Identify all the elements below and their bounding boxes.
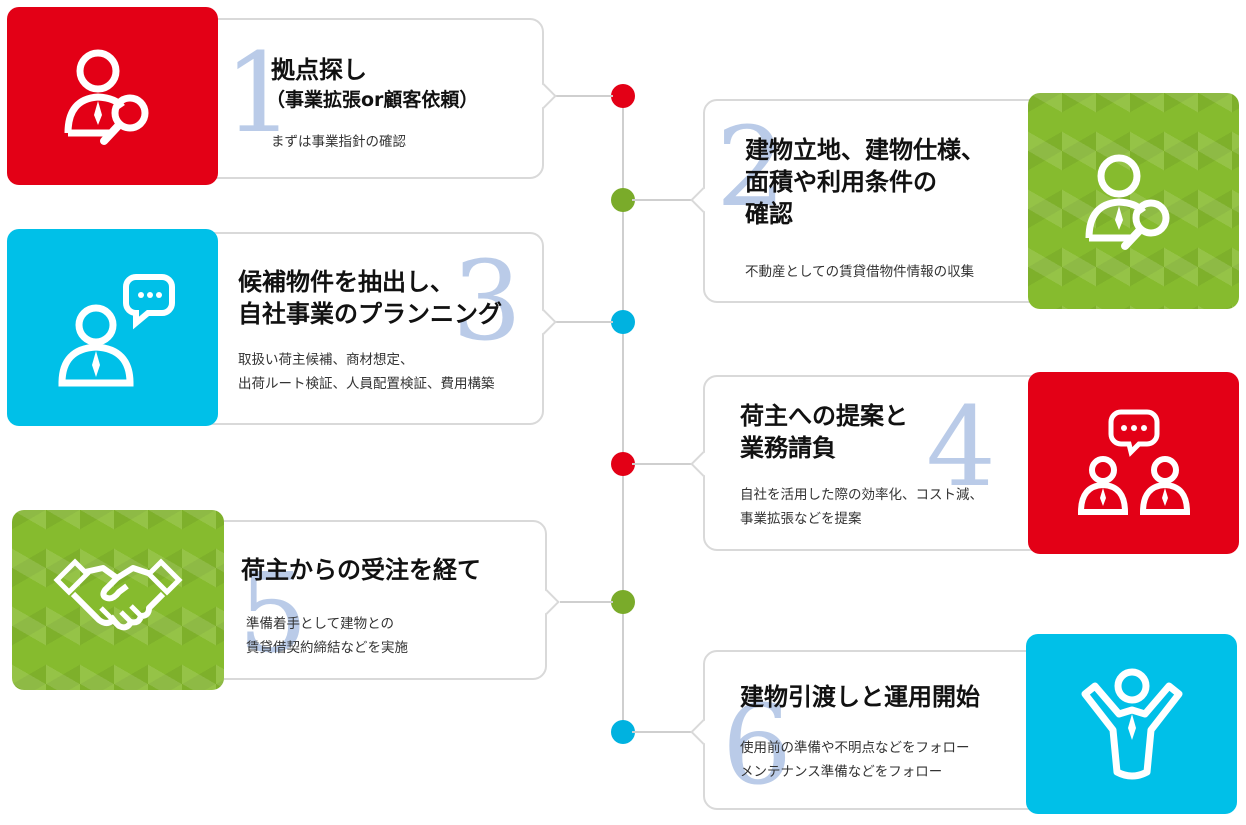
- connector-5: [560, 601, 613, 603]
- step-desc-2: 不動産としての賃貸借物件情報の収集: [745, 264, 975, 280]
- timeline-dot-5: [611, 590, 635, 614]
- step-title-6: 建物引渡しと運用開始: [740, 683, 980, 711]
- step-number-1: 1: [224, 29, 294, 157]
- step-desc-5-line-1: 準備着手として建物との: [246, 616, 394, 632]
- step-desc-6-line-1: 使用前の準備や不明点などをフォロー: [740, 740, 970, 756]
- step-title-3-line-1: 候補物件を抽出し、: [238, 268, 454, 296]
- step-icon-box-3: [7, 229, 218, 426]
- step-title-2-line-1: 建物立地、建物仕様、: [745, 136, 985, 164]
- step-number-2: 2: [716, 103, 786, 231]
- two-people-chat-icon: [1077, 409, 1190, 515]
- step-icon-box-4: [1028, 372, 1239, 554]
- step-title-2-line-2: 面積や利用条件の: [745, 168, 937, 196]
- timeline-line: [622, 95, 624, 735]
- step-title-4-line-1: 荷主への提案と: [740, 402, 908, 430]
- person-celebrate-icon: [1081, 668, 1182, 780]
- step-title-5: 荷主からの受注を経て: [241, 556, 481, 584]
- step-desc-3-line-2: 出荷ルート検証、人員配置検証、費用構築: [238, 376, 495, 392]
- step-number-3: 3: [452, 237, 522, 365]
- step-icon-box-2: [1028, 93, 1239, 309]
- handshake-icon: [53, 558, 183, 631]
- timeline-dot-1: [611, 84, 635, 108]
- step-number-5: 5: [238, 549, 308, 677]
- connector-2: [632, 199, 696, 201]
- connector-1: [555, 95, 613, 97]
- step-desc-5-line-2: 賃貸借契約締結などを実施: [246, 640, 408, 656]
- step-title-1: 拠点探し: [271, 56, 367, 84]
- step-card-3: [200, 232, 544, 425]
- step-desc-3-line-1: 取扱い荷主候補、商材想定、: [238, 352, 414, 368]
- connector-6: [632, 731, 696, 733]
- step-card-6: [703, 650, 1043, 810]
- timeline-dot-4: [611, 452, 635, 476]
- timeline-dot-2: [611, 188, 635, 212]
- person-search-icon: [1085, 154, 1169, 250]
- person-chat-icon: [57, 273, 175, 386]
- step-title-2-line-3: 確認: [745, 200, 793, 228]
- step-subtitle-1: （事業拡張or顧客依頼）: [266, 89, 479, 111]
- person-search-icon: [64, 49, 148, 145]
- connector-4: [632, 463, 696, 465]
- step-card-4: [703, 375, 1043, 551]
- timeline-dot-6: [611, 720, 635, 744]
- step-icon-box-5: [12, 510, 224, 690]
- step-desc-4-line-2: 事業拡張などを提案: [740, 511, 862, 527]
- step-number-6: 6: [722, 681, 792, 809]
- step-icon-box-1: [7, 7, 218, 185]
- step-card-2: [703, 99, 1043, 303]
- step-desc-6-line-2: メンテナンス準備などをフォロー: [740, 764, 943, 780]
- step-icon-box-6: [1026, 634, 1237, 814]
- connector-3: [555, 321, 613, 323]
- step-title-4-line-2: 業務請負: [740, 434, 836, 462]
- timeline-dot-3: [611, 310, 635, 334]
- step-number-4: 4: [926, 383, 996, 511]
- step-desc-1: まずは事業指針の確認: [271, 134, 406, 150]
- step-desc-4-line-1: 自社を活用した際の効率化、コスト減、: [740, 487, 983, 503]
- step-title-3-line-2: 自社事業のプランニング: [238, 300, 502, 328]
